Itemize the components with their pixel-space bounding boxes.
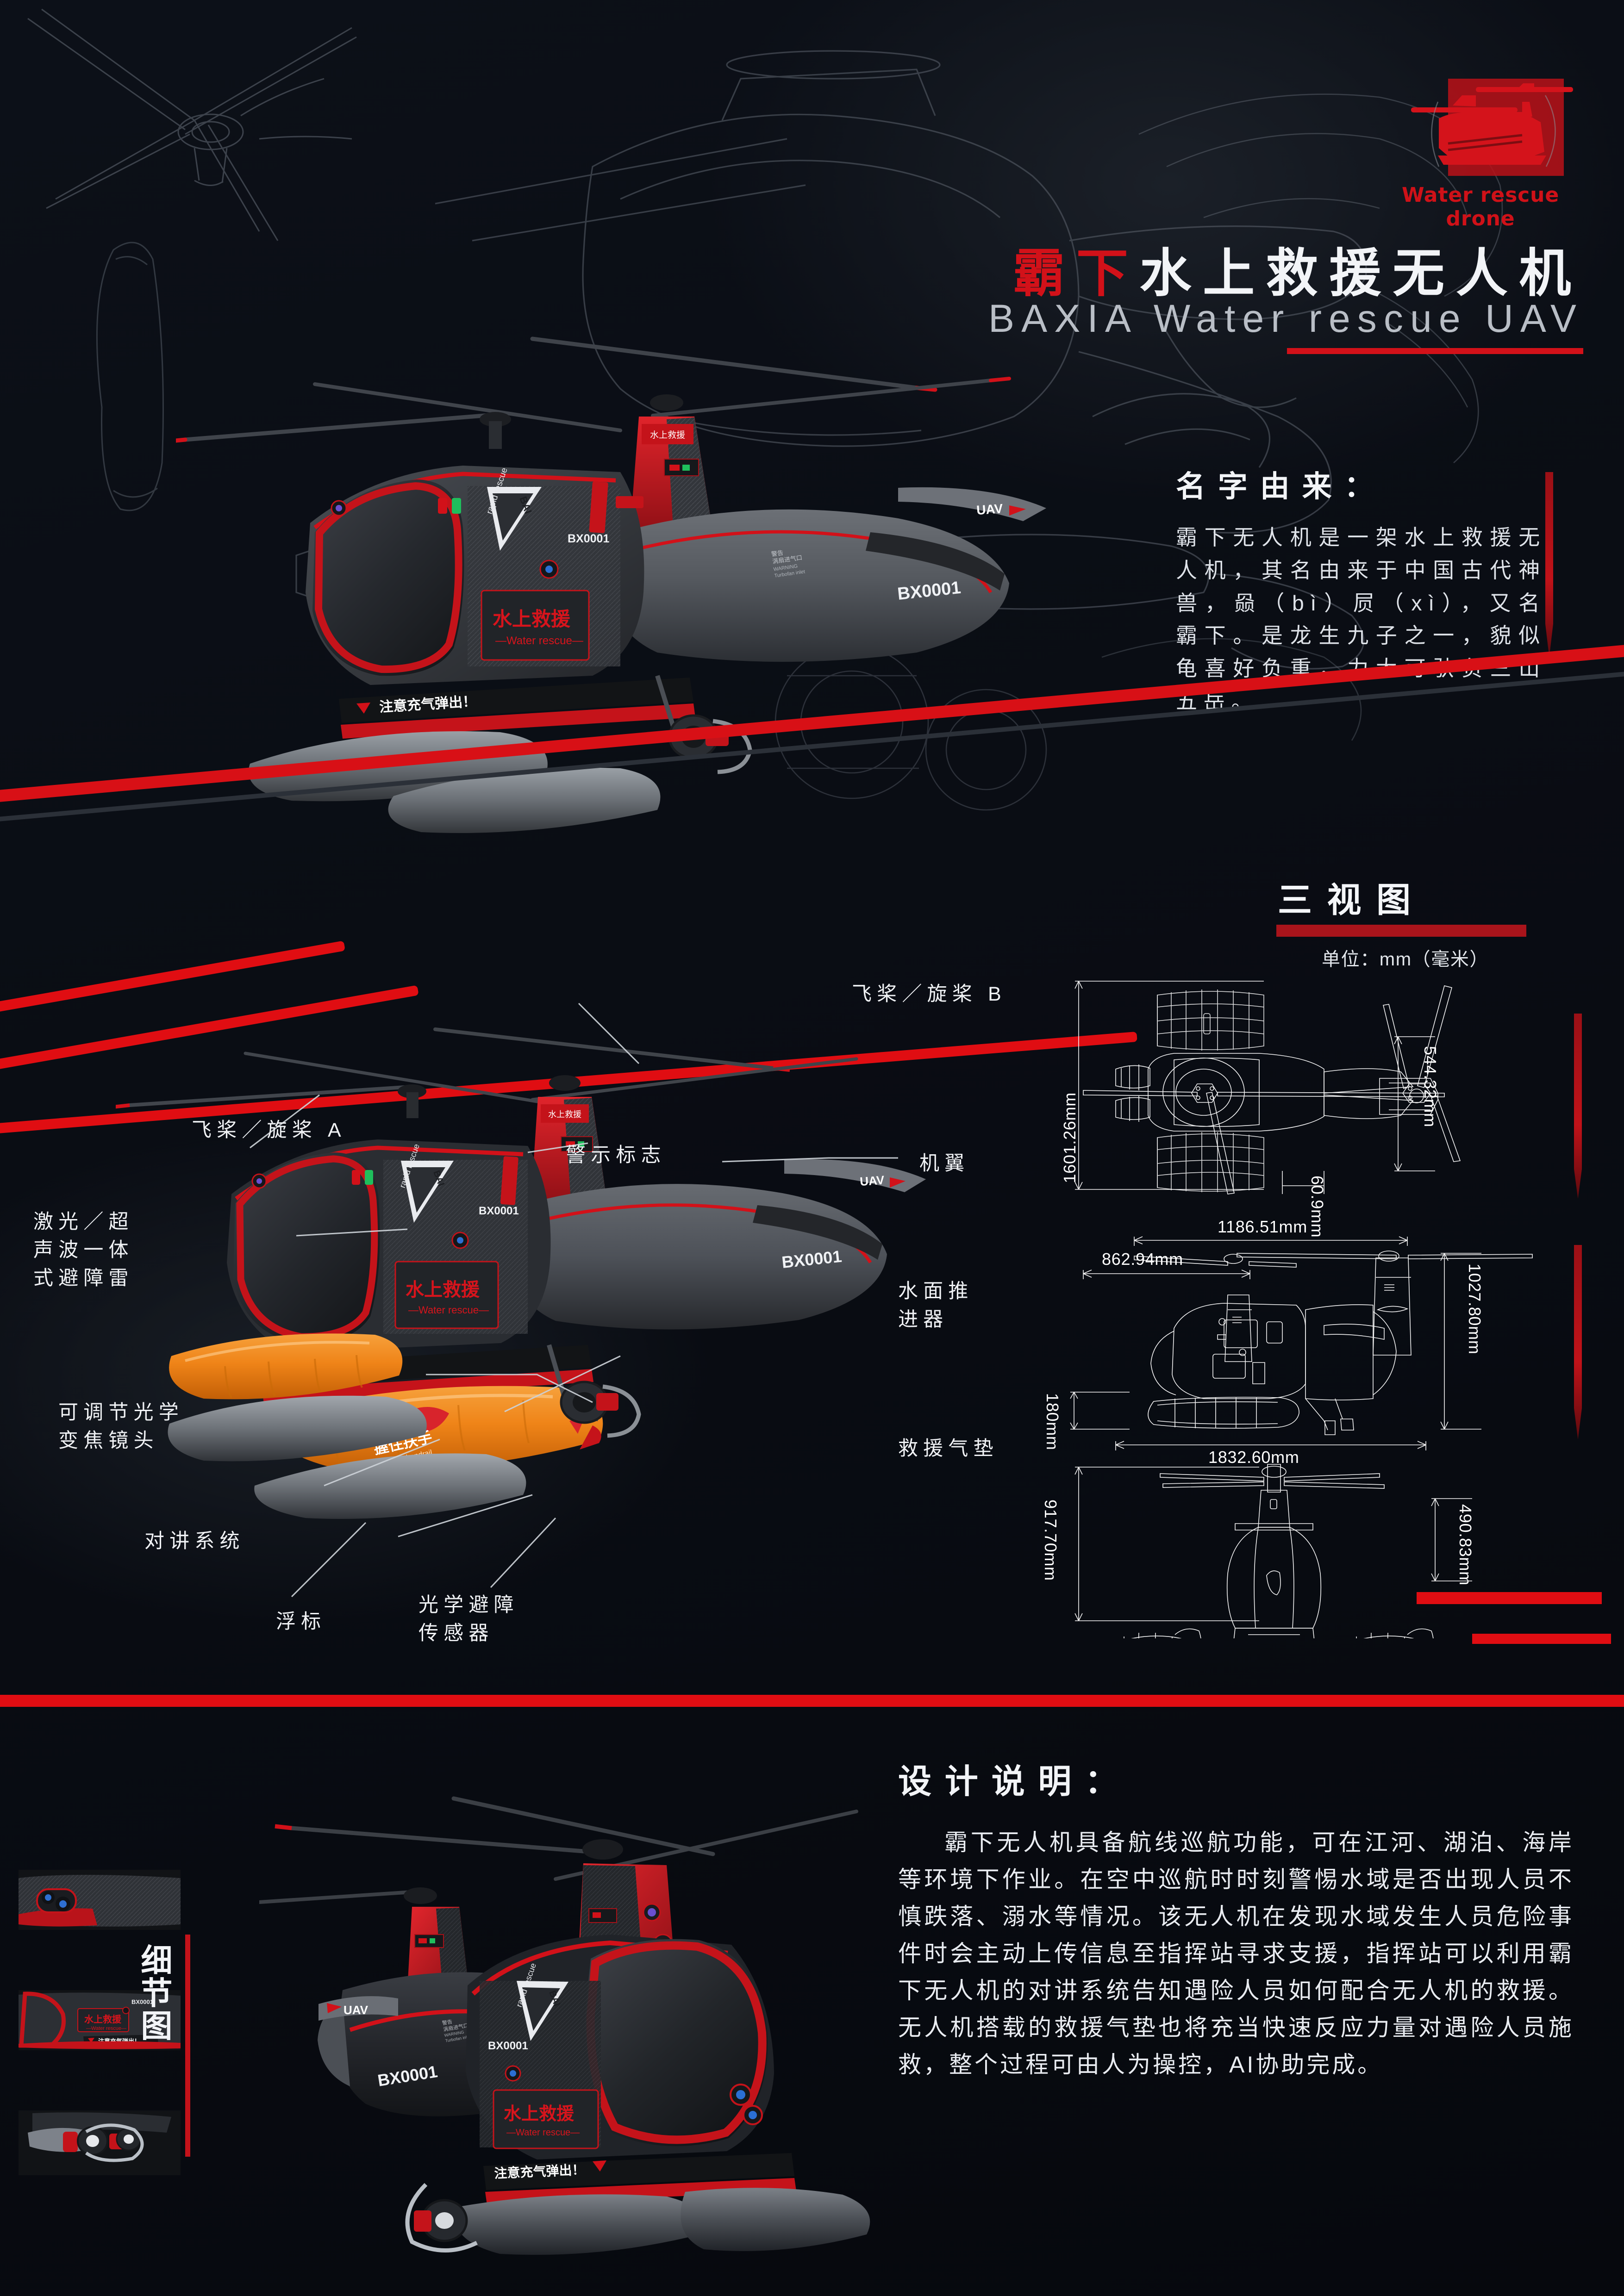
badge-en: —Water rescue— xyxy=(495,635,583,647)
svg-text:—Water rescue—: —Water rescue— xyxy=(408,1304,489,1316)
inflation-warning-strip: 注意充气弹出！ xyxy=(339,678,695,739)
dim-side-front-rotor: 862.94mm xyxy=(1102,1250,1183,1269)
name-origin-heading: 名字由来： xyxy=(1176,470,1387,503)
callout-rotor-b: 飞桨／旋桨 B xyxy=(852,983,1006,1005)
dim-side-length: 1832.60mm xyxy=(1208,1448,1299,1467)
poster-title-cn: 霸下水上救援无人机 xyxy=(1013,231,1582,306)
origin-accent-shape xyxy=(1545,472,1553,657)
fin-badge-cn: 水上救援 xyxy=(650,430,685,440)
callout-intercom: 对讲系统 xyxy=(144,1530,245,1552)
dim-top-view-tail: 60.9mm xyxy=(1308,1176,1327,1238)
title-accent: 霸下 xyxy=(1013,244,1140,302)
svg-text:水上救援: 水上救援 xyxy=(84,2014,122,2025)
svg-text:BX0001: BX0001 xyxy=(488,2040,528,2052)
svg-text:UAV: UAV xyxy=(859,1173,885,1188)
logo-caption: Water rescue drone xyxy=(1401,183,1560,230)
detail-section-rule xyxy=(185,1935,190,2157)
three-view-heading: 三视图 xyxy=(1278,881,1426,919)
detail-section-label: 细节图 xyxy=(136,1944,171,2042)
section-divider-red xyxy=(0,1695,1624,1707)
blueprint-accent-bar-1 xyxy=(1417,1592,1602,1604)
uav-mark: UAV xyxy=(976,501,1003,517)
svg-text:警告: 警告 xyxy=(771,549,784,558)
design-note-body: 霸下无人机具备航线巡航功能，可在江河、湖泊、海岸等环境下作业。在空中巡航时时刻警… xyxy=(898,1829,1574,2078)
brand-logo: Water rescue drone xyxy=(1383,74,1578,230)
dim-float-height: 180mm xyxy=(1043,1393,1062,1450)
callout-warning-sign: 警示标志 xyxy=(566,1144,666,1166)
detail-thumb-camera xyxy=(19,1870,181,1930)
hero-section: Water rescue drone 霸下水上救援无人机 BAXIA Water… xyxy=(0,0,1624,930)
dim-side-height: 1027.80mm xyxy=(1465,1263,1484,1355)
svg-text:水上救援: 水上救援 xyxy=(548,1110,581,1119)
three-view-blueprint: 1601.26mm 544.32mm 60.9mm 1186.51mm 862.… xyxy=(1041,977,1597,1685)
title-underline xyxy=(1287,348,1583,354)
svg-text:—Water rescue—: —Water rescue— xyxy=(506,2128,580,2138)
dim-side-main-rotor: 1186.51mm xyxy=(1218,1217,1307,1236)
callout-lead-lines xyxy=(250,1002,898,1598)
badge-cn: 水上救援 xyxy=(493,608,571,630)
hero-helicopter-render: 水上救援 BX0001 警告 涡扇进气口 WARNING Turbofan in… xyxy=(176,336,1046,833)
svg-text:—Water rescue—: —Water rescue— xyxy=(86,2026,126,2031)
callout-rescue-cushion: 救援气垫 xyxy=(898,1437,999,1460)
svg-text:水上救援: 水上救援 xyxy=(504,2104,575,2124)
svg-text:警告: 警告 xyxy=(442,2018,453,2027)
svg-text:BX0001: BX0001 xyxy=(479,1205,519,1217)
rescue-airbag-left xyxy=(169,1333,403,1400)
callout-water-thruster: 水面推 进器 xyxy=(898,1280,974,1331)
callout-zoom-lens: 可调节光学 变焦镜头 xyxy=(58,1401,184,1452)
water-rescue-badge: 水上救援 —Water rescue— xyxy=(481,590,590,661)
svg-text:水上救援: 水上救援 xyxy=(406,1280,480,1300)
callout-rotor-a: 飞桨／旋桨 A xyxy=(192,1119,346,1141)
callout-buoy: 浮标 xyxy=(276,1611,326,1633)
helicopter-logo-icon xyxy=(1411,79,1573,176)
blueprint-accent-bar-2 xyxy=(1472,1634,1611,1644)
design-note-heading: 设计说明： xyxy=(898,1763,1132,1800)
logo-mark xyxy=(1383,74,1578,180)
design-note-block: 设计说明： 霸下无人机具备航线巡航功能，可在江河、湖泊、海岸等环境下作业。在空中… xyxy=(898,1754,1574,2083)
dim-front-width: 917.70mm xyxy=(1041,1500,1060,1581)
annotated-helicopter-render: 水上救援 BX0001 UAV BAI rapid rescue BX0001 … xyxy=(116,1027,926,1519)
three-view-underline xyxy=(1276,925,1526,937)
three-view-unit-label: 单位：mm（毫米） xyxy=(1322,949,1489,970)
dim-top-view-length: 1601.26mm xyxy=(1060,1092,1079,1183)
poster-title-en: BAXIA Water rescue UAV xyxy=(988,297,1583,340)
title-rest: 水上救援无人机 xyxy=(1139,244,1582,302)
svg-text:UAV: UAV xyxy=(344,2003,369,2017)
blueprint-accent-top xyxy=(1574,1014,1582,1199)
bottom-helicopter-render: BX0001 警告 涡扇进气口 WARNING Turbofan inlet U… xyxy=(259,1796,870,2255)
cabin-serial: BX0001 xyxy=(568,532,609,545)
blueprint-drawings xyxy=(1070,981,1533,1685)
blueprint-accent-mid xyxy=(1574,1245,1582,1439)
svg-text:BX0001: BX0001 xyxy=(131,1998,153,2005)
detail-thumb-badge: 水上救援 —Water rescue— BX0001 注意充气弹出！ xyxy=(19,1990,181,2050)
dim-top-view-width: 544.32mm xyxy=(1421,1046,1440,1127)
callout-optical-sensor: 光学避障 传感器 xyxy=(418,1594,519,1645)
dim-front-height: 490.83mm xyxy=(1456,1504,1475,1586)
callout-wing: 机翼 xyxy=(919,1152,970,1175)
detail-thumb-thruster xyxy=(19,2110,181,2175)
callout-lidar: 激光／超 声波一体 式避障雷 xyxy=(33,1211,134,1290)
